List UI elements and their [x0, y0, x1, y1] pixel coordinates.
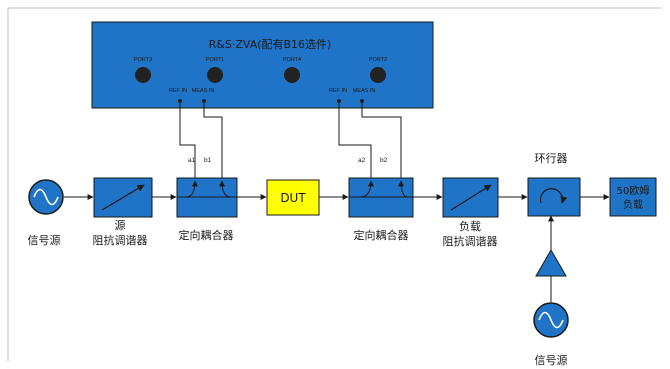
load-tuner-label-1: 负载 — [459, 219, 481, 233]
ref-in-right-label: REF IN — [329, 88, 347, 94]
amplifier — [535, 248, 567, 277]
coupler2-label: 定向耦合器 — [354, 228, 409, 242]
circulator-box — [527, 177, 581, 217]
directional-coupler-2: 定向耦合器 — [348, 177, 414, 242]
tap-a2-label: a2 — [358, 157, 366, 164]
load-tuner-label-2: 阻抗调谐器 — [443, 234, 498, 248]
coupler2-forward-arrow-icon — [359, 180, 374, 198]
port1-label: PORT1 — [206, 57, 224, 63]
coupler-reverse-arrow-icon — [219, 180, 232, 198]
tap-b2-label: b2 — [380, 157, 388, 164]
port1-connector — [207, 67, 223, 83]
triangle-amplifier-icon — [535, 248, 567, 277]
coupler2-reverse-arrow-icon — [398, 180, 409, 198]
load-label-1: 50欧姆 — [617, 184, 650, 197]
meas-in-right-label: MEAS IN — [353, 88, 376, 94]
sine-wave-glyph — [33, 188, 59, 206]
port1: PORT1 — [206, 57, 224, 83]
load-box — [609, 177, 657, 217]
tap-b1-label: b1 — [204, 157, 212, 164]
tap-a1-label: a1 — [188, 157, 196, 164]
port4-connector — [284, 67, 300, 83]
circulator-label: 环行器 — [535, 152, 568, 165]
dut: DUT — [266, 179, 320, 216]
dut-box — [266, 179, 320, 216]
circulator: 环行器 — [527, 152, 581, 217]
instrument-body — [91, 21, 434, 109]
signal-source-bottom: 信号源 — [533, 302, 569, 367]
vna-instrument: R&S·ZVA(配有B16选件) PORT3 PORT1 PORT4 PORT2… — [91, 21, 434, 109]
load-50-ohm: 50欧姆 负载 — [609, 177, 657, 217]
port2-connector — [370, 67, 386, 83]
directional-coupler-1: 定向耦合器 — [176, 177, 238, 242]
port3: PORT3 — [134, 57, 152, 83]
diagonal-arrow-icon — [101, 184, 145, 211]
cable-b1 — [203, 102, 223, 178]
source-impedance-tuner: 源 阻抗调谐器 — [93, 177, 153, 247]
cable-a1 — [179, 102, 196, 178]
dut-label: DUT — [280, 191, 306, 205]
meas-in-left-label: MEAS IN — [192, 88, 215, 94]
port4: PORT4 — [283, 57, 301, 83]
receiver-cables — [179, 102, 402, 178]
ref-in-left-connector — [178, 99, 182, 103]
signal-path — [64, 194, 610, 302]
port2: PORT2 — [369, 57, 387, 83]
load-impedance-tuner: 负载 阻抗调谐器 — [442, 177, 499, 248]
load-tuner-arrow-icon — [450, 184, 492, 211]
meas-in-right-connector — [360, 99, 364, 103]
coupler-arrows-icon — [185, 180, 198, 198]
port2-label: PORT2 — [369, 57, 387, 63]
cable-a2 — [338, 102, 372, 178]
signal-source-left-label: 信号源 — [28, 233, 61, 247]
cable-b2 — [361, 102, 402, 178]
source-tuner-label-2: 阻抗调谐器 — [93, 233, 148, 247]
signal-source-bottom-label: 信号源 — [535, 353, 568, 367]
port3-connector — [135, 67, 151, 83]
instrument-title: R&S·ZVA(配有B16选件) — [209, 37, 332, 51]
ref-in-right-connector — [337, 99, 341, 103]
port3-label: PORT3 — [134, 57, 152, 63]
meas-in-left-connector — [202, 99, 206, 103]
port4-label: PORT4 — [283, 57, 301, 63]
source-tuner-label-1: 源 — [115, 218, 126, 232]
curved-arrow-icon — [539, 188, 568, 204]
ref-in-left-label: REF IN — [169, 88, 187, 94]
coupler1-label: 定向耦合器 — [179, 228, 234, 242]
sine-wave-glyph-bottom — [538, 311, 564, 329]
load-label-2: 负载 — [623, 198, 643, 211]
signal-source-left: 信号源 — [28, 179, 64, 247]
